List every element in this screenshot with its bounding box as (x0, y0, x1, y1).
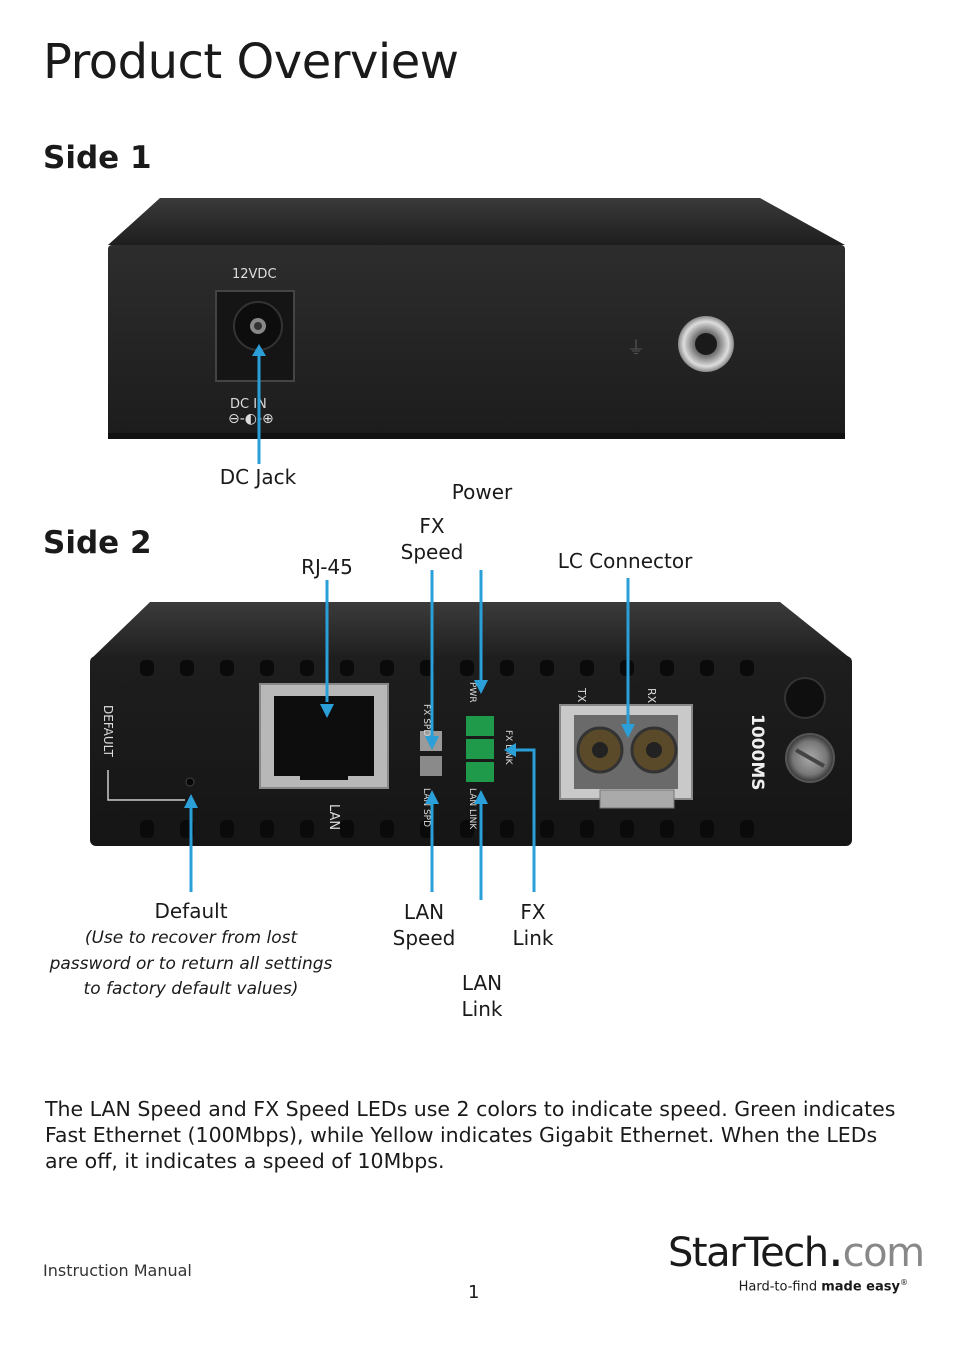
page-title: Product Overview (43, 34, 459, 90)
side2-device-image: DEFAULT LAN FX SPD LAN SPD PWR LAN LINK … (90, 602, 852, 846)
callout-lan-link-line2: Link (461, 997, 503, 1021)
dc-jack-callout-arrow (252, 344, 266, 464)
label-tx: TX (575, 687, 588, 703)
side2-heading: Side 2 (43, 525, 152, 561)
mounting-hole (784, 677, 826, 719)
label-lan: LAN (326, 804, 341, 830)
logo-tagline: Hard-to-find made easy® (738, 1278, 908, 1295)
page-number: 1 (468, 1282, 480, 1303)
label-rx: RX (645, 688, 658, 704)
lan-link-led (466, 762, 494, 782)
footer-doc-type: Instruction Manual (43, 1261, 192, 1280)
callout-fx-speed-line2: Speed (400, 540, 464, 564)
label-default: DEFAULT (101, 705, 115, 758)
label-12vdc: 12VDC (232, 267, 277, 282)
default-note-line1: (Use to recover from lost (84, 928, 298, 948)
label-pwr: PWR (467, 682, 477, 703)
logo-main: StarTech (668, 1230, 829, 1276)
side1-device-image: 12VDC DC IN ⊖-◐-⊕ ⏚ (108, 198, 845, 439)
callout-power: Power (451, 480, 513, 504)
callout-rj45: RJ-45 (301, 555, 353, 579)
power-led (466, 716, 494, 736)
logo-com: com (842, 1230, 925, 1276)
led-description-paragraph: The LAN Speed and FX Speed LEDs use 2 co… (45, 1097, 896, 1173)
dc-polarity-icon: ⊖-◐-⊕ (228, 411, 274, 427)
callout-lan-speed-line1: LAN (403, 900, 445, 924)
default-note-line3: to factory default values) (83, 979, 299, 999)
callout-default: Default (154, 899, 228, 923)
callout-lan-speed-line2: Speed (392, 926, 456, 950)
vent-slots (140, 660, 754, 838)
default-note-line2: password or to return all settings (49, 954, 333, 974)
callout-dc-jack: DC Jack (219, 465, 297, 489)
callout-fx-link-line1: FX (520, 900, 546, 924)
device-top-surface (108, 198, 845, 245)
ground-icon: ⏚ (627, 338, 645, 359)
callout-fx-link-line2: Link (512, 926, 554, 950)
label-lan-link: LAN LINK (467, 788, 477, 830)
fx-link-led (466, 739, 494, 759)
label-lan-spd: LAN SPD (421, 788, 431, 827)
callout-lan-link-line1: LAN (461, 971, 503, 995)
device2-top-surface (92, 602, 850, 658)
side1-heading: Side 1 (43, 140, 152, 176)
startech-logo: StarTech.com Hard-to-find made easy® (668, 1223, 925, 1295)
callout-fx-speed-line1: FX (419, 514, 445, 538)
side2-callout-arrows (184, 570, 635, 900)
default-button-hole (185, 777, 195, 787)
label-model: 1000MS (747, 714, 767, 790)
lan-speed-led (420, 756, 442, 776)
label-fx-spd: FX SPD (421, 704, 431, 736)
logo-dot: . (827, 1219, 845, 1279)
callout-lc-connector: LC Connector (557, 549, 693, 573)
